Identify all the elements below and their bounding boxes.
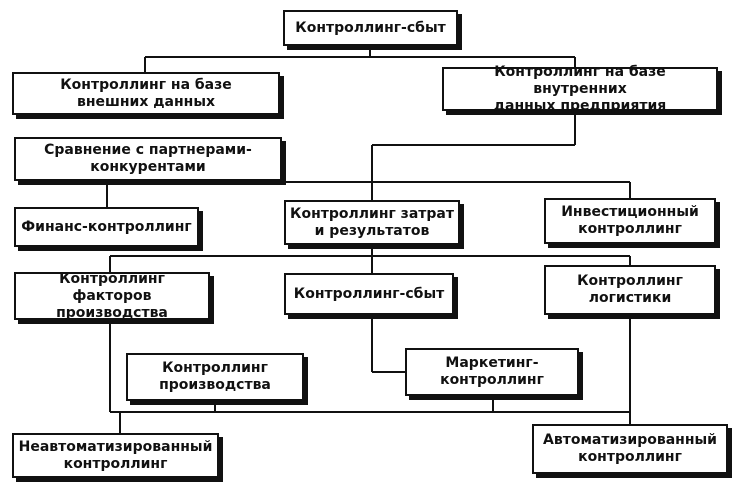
external-data-box: Контроллинг на базе внешних данных [12,72,280,115]
marketing-box: Маркетинг- контроллинг [405,348,579,396]
competitors-box: Сравнение с партнерами- конкурентами [14,137,282,181]
manual-controlling-box: Неавтоматизированный контроллинг [12,433,219,478]
sales-box: Контроллинг-сбыт [284,273,454,315]
finance-box: Финанс-контроллинг [14,207,199,247]
internal-data-box: Контроллинг на базе внутренних данных пр… [442,64,718,114]
factors-box: Контроллинг факторов производства [14,271,210,321]
root-box: Контроллинг-сбыт [283,10,458,46]
production-box: Контроллинг производства [126,353,304,401]
investment-box: Инвестиционный контроллинг [544,198,716,244]
logistics-box: Контроллинг логистики [544,265,716,315]
costs-box: Контроллинг затрат и результатов [284,200,460,245]
automated-controlling-box: Автоматизированный контроллинг [532,424,728,474]
